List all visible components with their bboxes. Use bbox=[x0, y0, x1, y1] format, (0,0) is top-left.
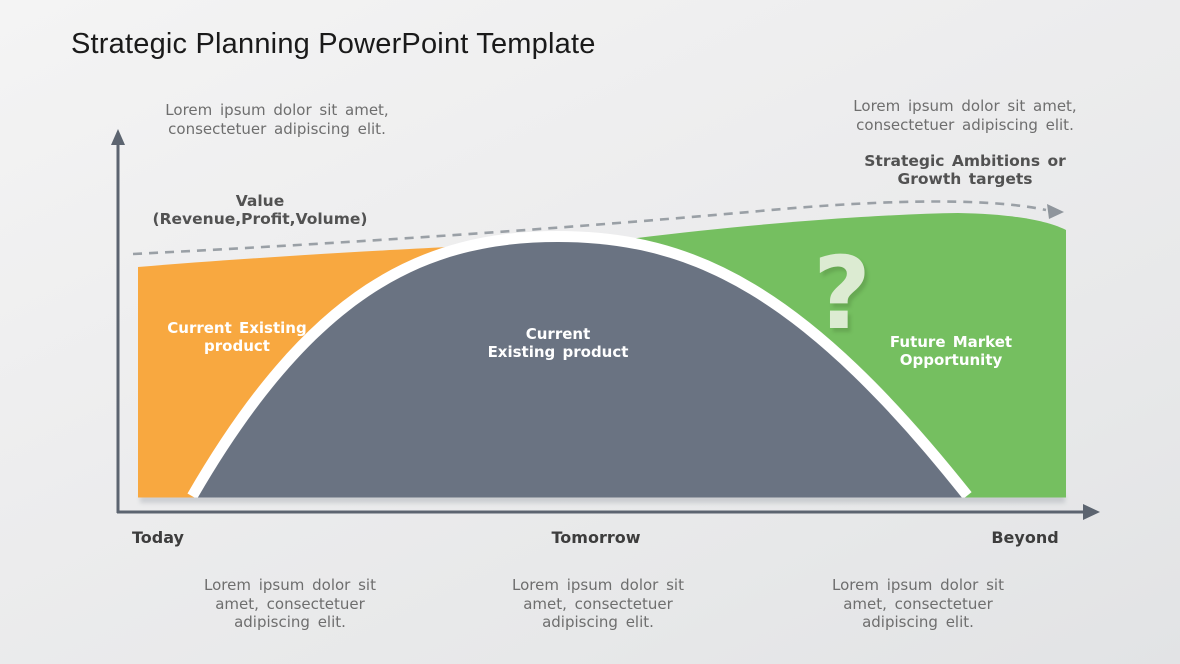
slide-title: Strategic Planning PowerPoint Template bbox=[71, 28, 596, 60]
trend-dashed-line bbox=[132, 200, 1047, 256]
region-current-existing-dome bbox=[197, 242, 962, 498]
annotation-bottom-left: Lorem ipsum dolor sit amet, consectetuer… bbox=[204, 576, 376, 631]
timeline-label-beyond: Beyond bbox=[991, 528, 1059, 547]
shapes-shadow bbox=[140, 495, 1065, 503]
question-mark-icon: ? bbox=[812, 235, 871, 352]
value-axis-label: Value (Revenue,Profit,Volume) bbox=[152, 192, 368, 228]
ambitions-label: Strategic Ambitions or Growth targets bbox=[864, 152, 1066, 188]
annotation-top-right: Lorem ipsum dolor sit amet, consectetuer… bbox=[853, 97, 1077, 134]
x-axis-arrowhead-icon bbox=[1083, 504, 1100, 520]
timeline-label-today: Today bbox=[132, 528, 184, 547]
trend-arrowhead-icon bbox=[1047, 204, 1064, 219]
y-axis-arrowhead-icon bbox=[111, 129, 125, 145]
timeline-label-tomorrow: Tomorrow bbox=[551, 528, 641, 547]
region-label-current-existing-left: Current Existing product bbox=[167, 319, 307, 355]
annotation-bottom-center: Lorem ipsum dolor sit amet, consectetuer… bbox=[512, 576, 684, 631]
region-label-current-existing-dome: Current Existing product bbox=[487, 325, 629, 361]
annotation-top-left: Lorem ipsum dolor sit amet, consectetuer… bbox=[165, 101, 389, 138]
region-label-future-market: Future Market Opportunity bbox=[889, 333, 1013, 369]
annotation-bottom-right: Lorem ipsum dolor sit amet, consectetuer… bbox=[832, 576, 1004, 631]
